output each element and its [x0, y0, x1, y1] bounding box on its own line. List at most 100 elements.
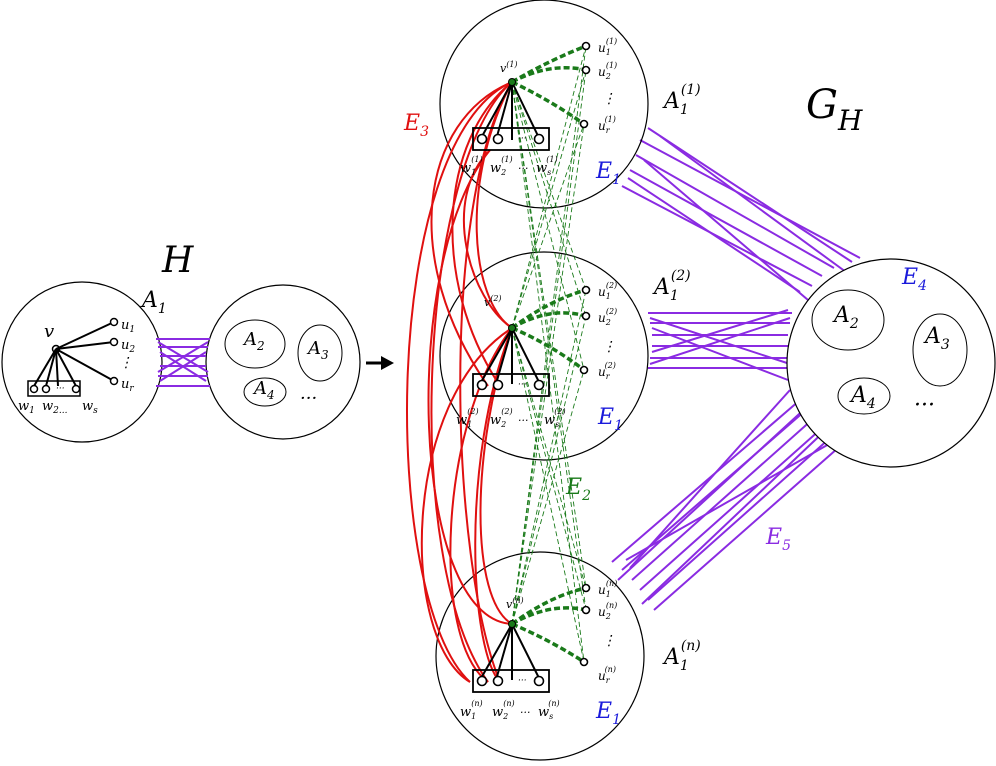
copy-1-e1-label: E1	[595, 159, 621, 188]
vertex-w1	[29, 384, 39, 394]
svg-text:w2(1): w2(1)	[490, 155, 513, 177]
svg-text:ur(2): ur(2)	[598, 361, 616, 381]
gh-rest-circle	[786, 258, 996, 468]
gh-a3-ellipse	[912, 313, 968, 387]
e4-edges-copy2	[648, 309, 792, 381]
svg-text:w2(n): w2(n)	[492, 699, 515, 721]
copy-n-v-label: v(n)	[506, 596, 524, 611]
copy-2-v-label: v(2)	[484, 294, 502, 309]
e2-edges	[511, 45, 587, 663]
svg-text:w1(n): w1(n)	[460, 699, 483, 721]
graph-gh: GH	[403, 0, 996, 761]
copy-1: ··· v(1) u1(1) u2(1) ⋮ ur(1) w1(1) w2(1)…	[460, 37, 701, 188]
copy-2: ··· v(2) u1(2) u2(2) ⋮ ur(2) w1(2) w2(2)…	[456, 268, 691, 434]
svg-text:⋮: ⋮	[602, 91, 616, 107]
e2-label: E2	[565, 475, 591, 504]
copy-n-w-box	[472, 669, 550, 693]
svg-text:w1(2): w1(2)	[456, 407, 479, 429]
w2-label: w2...	[42, 399, 68, 416]
svg-text:u2(2): u2(2)	[598, 307, 617, 327]
gh-rest-ellipsis: ···	[914, 393, 935, 418]
copy-2-e1-label: E1	[597, 405, 623, 434]
u1-label: u1	[121, 318, 135, 335]
set-a4-label: A4	[252, 378, 275, 402]
copy-n-u2	[581, 605, 591, 615]
copy-2-u1	[581, 285, 591, 295]
e5-edges-copy-n	[611, 389, 839, 611]
svg-text:ws(n): ws(n)	[538, 699, 560, 721]
copy-2-u2	[581, 311, 591, 321]
svg-text:w2(2): w2(2)	[490, 407, 513, 429]
svg-text:···: ···	[518, 676, 527, 686]
copy-1-u2	[581, 65, 591, 75]
copy-n-u1	[581, 583, 591, 593]
svg-text:···: ···	[518, 414, 529, 427]
copy-n-e1-label: E1	[595, 699, 621, 728]
vertex-ur	[109, 376, 119, 386]
set-a1-circle	[1, 281, 163, 443]
e3-edges	[406, 81, 513, 683]
gh-a2-ellipse	[811, 289, 885, 351]
e3-label: E3	[403, 111, 429, 140]
rest-ellipsis: ···	[300, 388, 317, 409]
u-vdots: ⋮	[119, 355, 133, 371]
copy-2-v	[508, 324, 516, 332]
gh-a4-ellipse	[837, 377, 891, 415]
gh-a3-label: A3	[923, 324, 950, 353]
copy-2-label: A1(2)	[652, 268, 691, 304]
copy-n: ··· v(n) u1(n) u2(n) ⋮ ur(n) w1(n) w2(n)…	[460, 579, 701, 728]
svg-text:u2(1): u2(1)	[598, 61, 617, 81]
transform-arrow	[366, 356, 394, 370]
copy-1-v-label: v(1)	[500, 60, 518, 75]
set-a2-label: A2	[242, 329, 265, 353]
set-a3-ellipse	[297, 324, 343, 382]
svg-text:w1(1): w1(1)	[460, 155, 483, 177]
e5-label: E5	[765, 525, 791, 554]
copy-1-label: A1(1)	[662, 82, 701, 118]
svg-text:⋮: ⋮	[602, 339, 616, 355]
copy-1-circle	[439, 0, 649, 209]
e4-label: E4	[901, 265, 927, 294]
svg-text:ws(2): ws(2)	[544, 407, 566, 429]
svg-text:⋮: ⋮	[602, 633, 616, 649]
w1-label: w1	[18, 399, 35, 416]
svg-text:···: ···	[518, 162, 529, 175]
svg-text:···: ···	[520, 706, 531, 719]
copy-2-w-box	[472, 373, 550, 397]
copy-1-u1	[581, 41, 591, 51]
svg-text:u2(n): u2(n)	[598, 601, 617, 621]
graph-h: H A1 v u1 u2 ⋮ ur	[1, 240, 361, 443]
svg-text:ur(n): ur(n)	[598, 665, 616, 685]
copy-n-ur	[579, 657, 589, 667]
set-a3-label: A3	[306, 338, 329, 362]
gh-a4-label: A4	[849, 383, 876, 412]
ws-label: ws	[82, 399, 98, 416]
svg-text:ur(1): ur(1)	[598, 115, 616, 135]
svg-text:···: ···	[518, 380, 527, 390]
ur-label: ur	[121, 377, 134, 394]
copy-1-w-box	[472, 127, 550, 151]
graph-h-title: H	[161, 240, 194, 281]
svg-text:u1(2): u1(2)	[598, 281, 617, 301]
e4-edges-copy1	[621, 127, 861, 301]
svg-text:···: ···	[518, 134, 527, 144]
copy-n-label: A1(n)	[662, 638, 701, 674]
copy-2-ur	[579, 365, 589, 375]
copy-1-ur	[579, 119, 589, 129]
rest-sets-circle	[205, 284, 361, 440]
vertex-u2	[109, 337, 119, 347]
w-box-dots: ···	[56, 384, 65, 394]
svg-text:u1(1): u1(1)	[598, 37, 617, 57]
copy-2-circle	[439, 251, 649, 461]
svg-text:ws(1): ws(1)	[536, 155, 558, 177]
graph-gh-title: GH	[806, 82, 863, 137]
set-a2-ellipse	[224, 319, 286, 369]
set-a1-label: A1	[140, 288, 167, 317]
vertex-v-label: v	[44, 321, 54, 342]
copy-n-circle	[435, 551, 645, 761]
vertex-ws	[71, 384, 81, 394]
u2-label: u2	[121, 338, 135, 355]
vertex-u1	[109, 317, 119, 327]
